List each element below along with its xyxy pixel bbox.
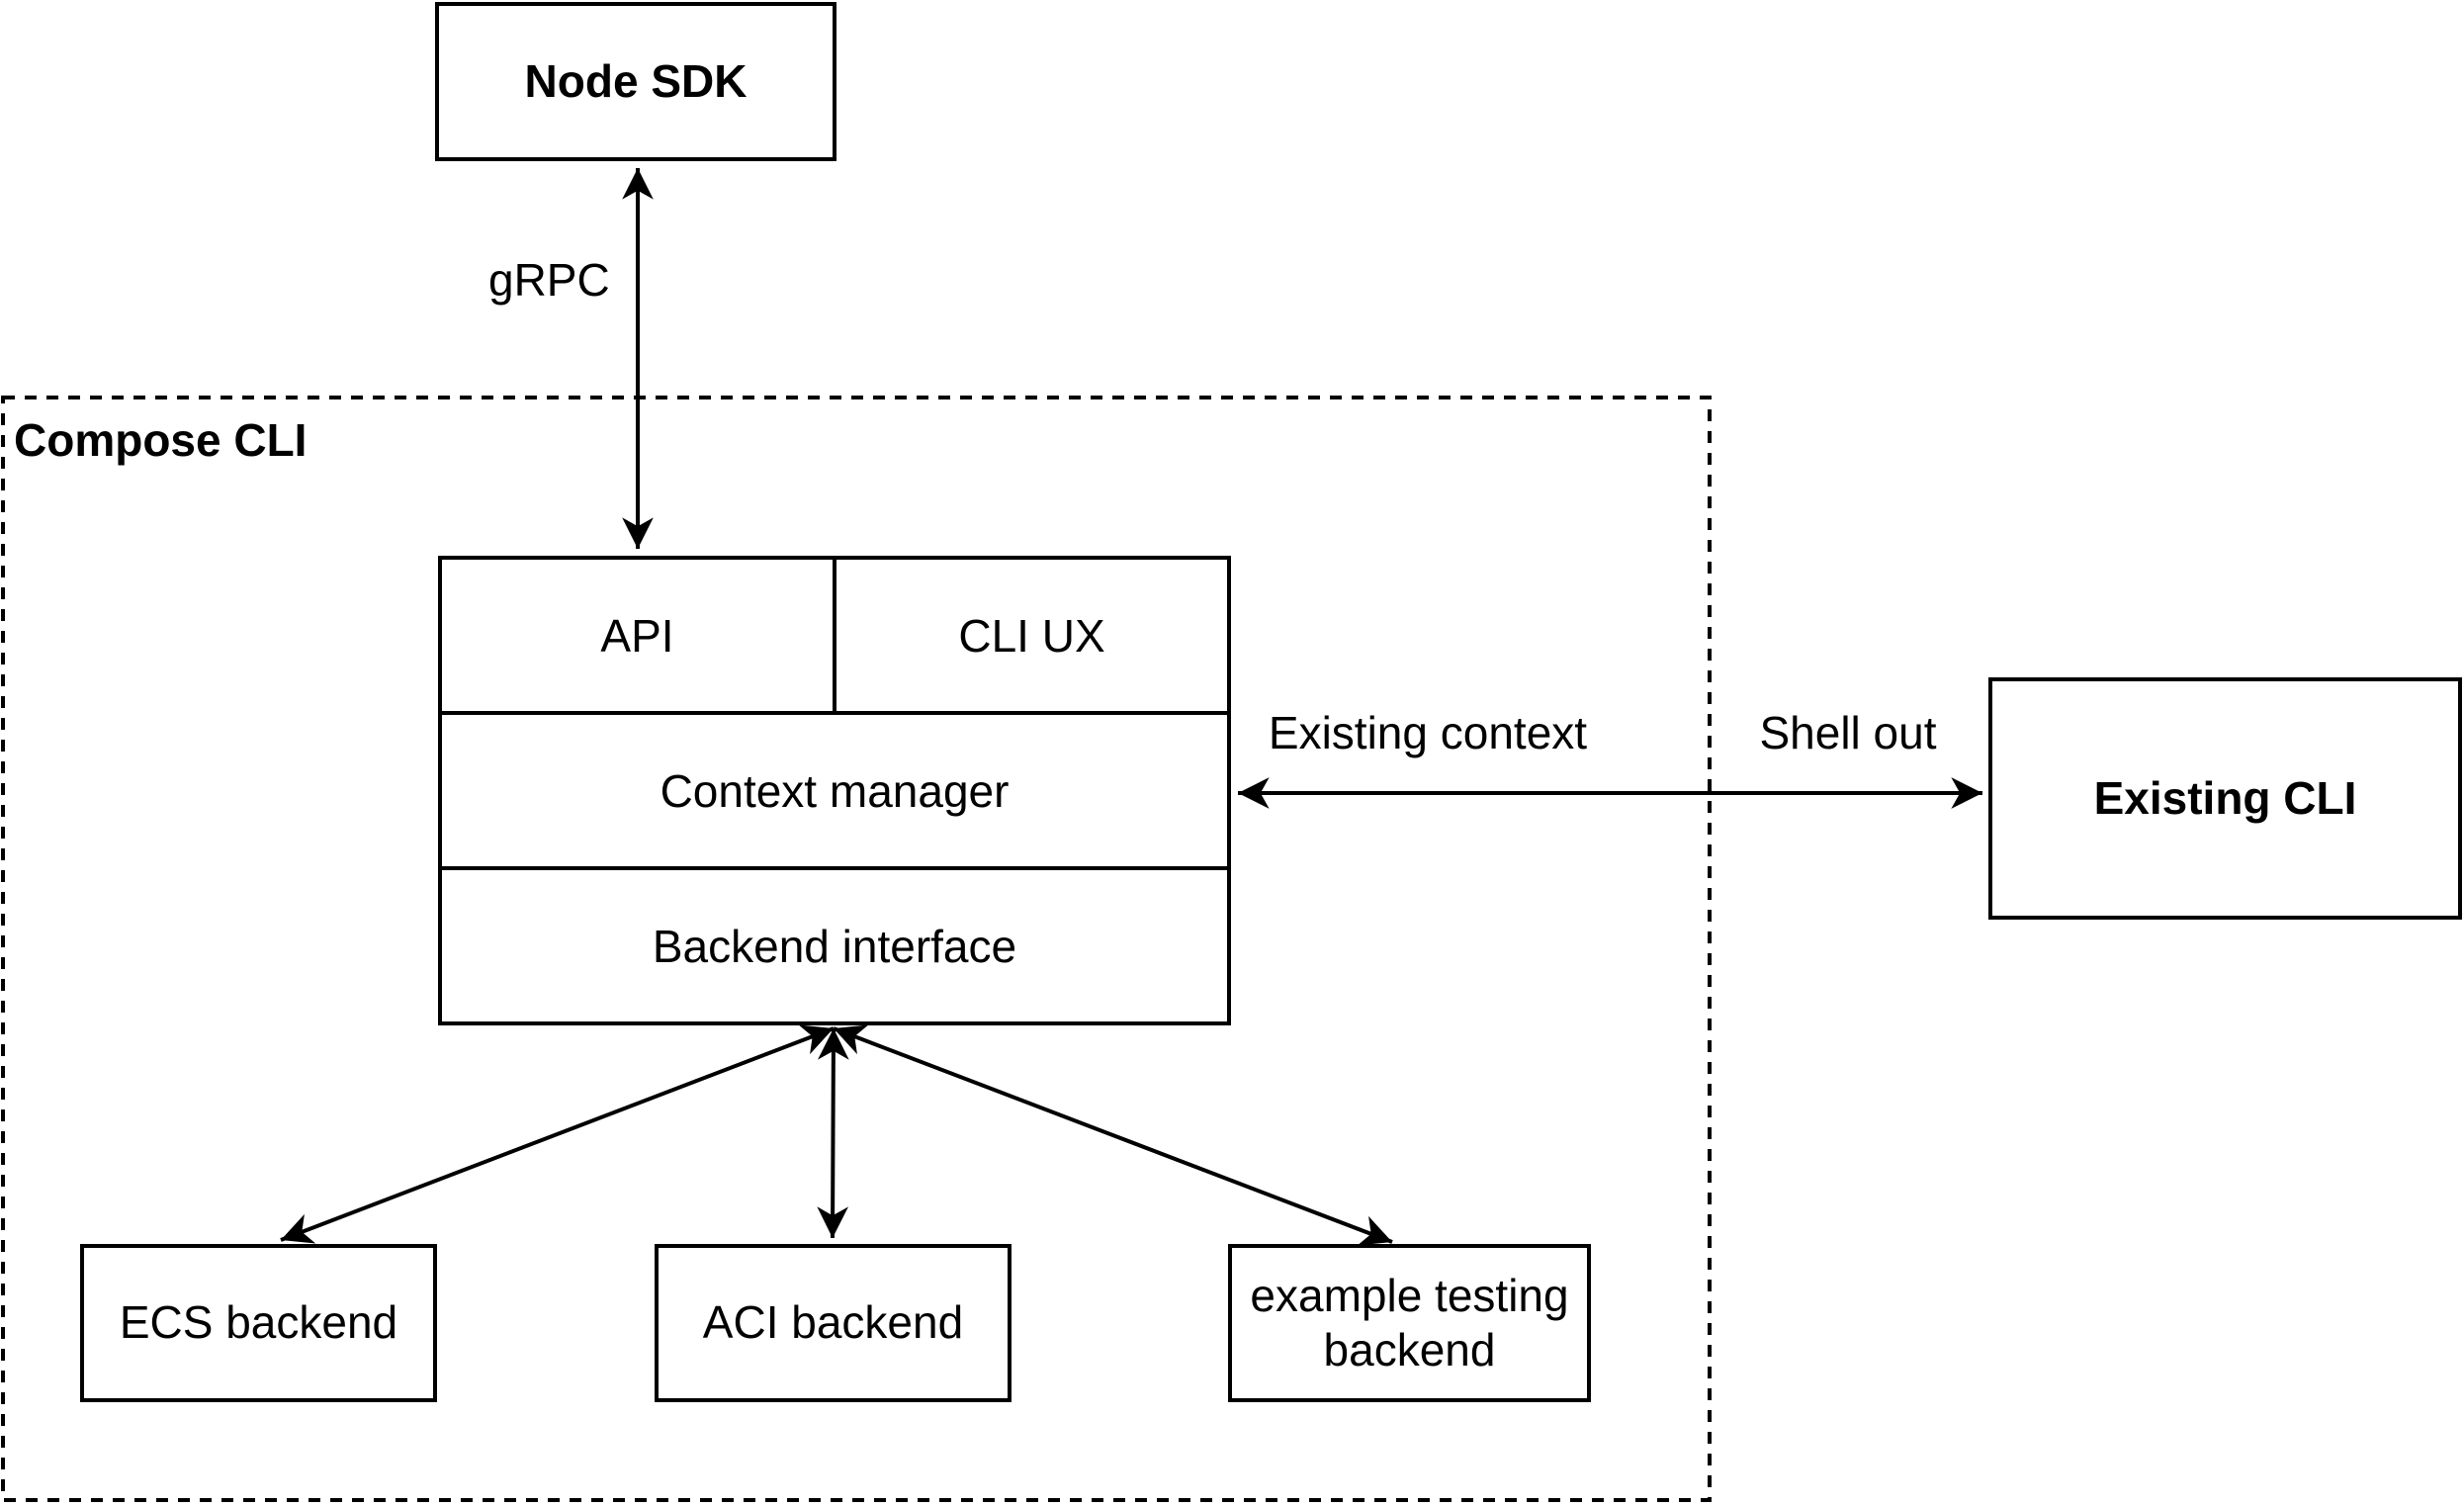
compose-cli-group-label: Compose CLI	[14, 414, 308, 466]
cli-ux-label: CLI UX	[958, 609, 1105, 662]
shell-out-edge-label: Shell out	[1759, 707, 1937, 758]
aci-backend-connector	[817, 1027, 849, 1239]
aci-backend-label: ACI backend	[702, 1296, 964, 1349]
existing-context-edge-label: Existing context	[1268, 707, 1588, 758]
node-sdk-label: Node SDK	[524, 54, 748, 107]
ecs-backend-box: ECS backend	[80, 1244, 437, 1402]
ecs-backend-connector	[280, 1024, 835, 1244]
node-sdk-box: Node SDK	[435, 2, 836, 161]
backend-interface-label: Backend interface	[652, 920, 1017, 972]
existing-cli-box: Existing CLI	[1988, 677, 2462, 920]
ecs-backend-label: ECS backend	[119, 1296, 398, 1349]
backend-interface-cell: Backend interface	[442, 866, 1227, 1021]
compose-cli-boundary	[1, 396, 1712, 1502]
grpc-edge-label: gRPC	[488, 254, 610, 306]
compose-stack-box: API CLI UX Context manager Backend inter…	[438, 556, 1231, 1025]
api-label: API	[600, 609, 674, 662]
example-backend-connector	[833, 1024, 1393, 1246]
context-manager-label: Context manager	[660, 764, 1010, 817]
existing-cli-label: Existing CLI	[2093, 771, 2357, 824]
example-testing-backend-box: example testing backend	[1228, 1244, 1591, 1402]
api-cell: API	[442, 560, 836, 711]
context-manager-cell: Context manager	[442, 711, 1227, 866]
stack-top-row: API CLI UX	[442, 560, 1227, 711]
example-testing-backend-label: example testing backend	[1250, 1269, 1569, 1375]
cli-ux-cell: CLI UX	[836, 560, 1227, 711]
aci-backend-box: ACI backend	[655, 1244, 1012, 1402]
